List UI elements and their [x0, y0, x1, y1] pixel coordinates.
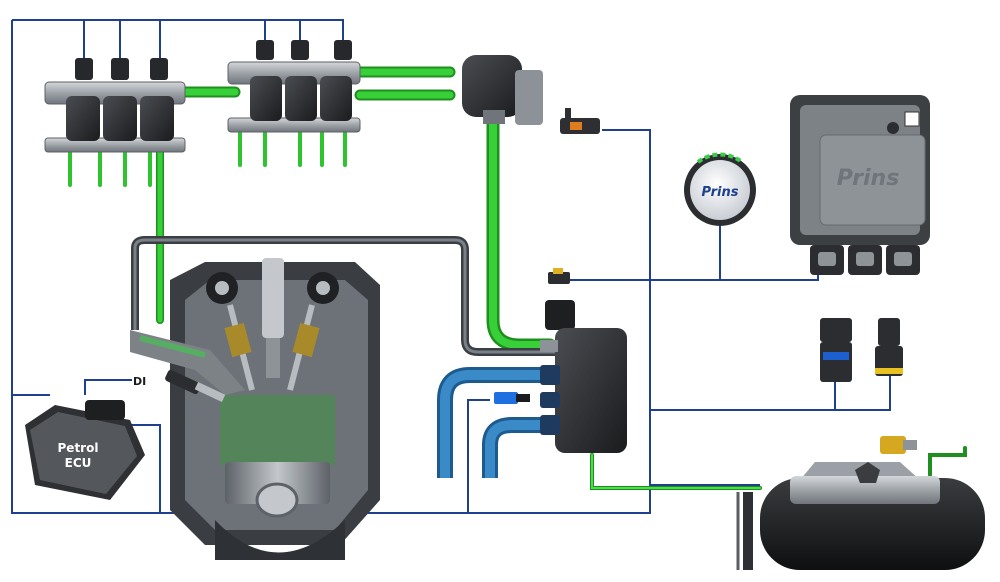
gas-filter [462, 55, 543, 125]
direct-injector [165, 369, 226, 402]
petrol-ecu-label-1: Petrol [58, 441, 99, 455]
coolant-temp-sensor [494, 392, 530, 404]
connector-small [548, 268, 570, 284]
wire-top-left [12, 19, 344, 40]
lpg-tank [736, 462, 985, 570]
gas-hoses [68, 66, 967, 490]
switch-brand-label: Prins [702, 185, 739, 200]
petrol-ecu: Petrol ECU [25, 400, 145, 500]
hose-tank-top [928, 446, 967, 477]
lpg-ecu: Prins [790, 95, 930, 275]
map-sensor [560, 108, 600, 134]
ecu-brand-label: Prins [837, 166, 900, 191]
hose-filter-to-reducer-in [489, 121, 554, 349]
wire-main-loop [11, 20, 651, 514]
reducer-vaporizer [540, 300, 627, 453]
connectors-pair [820, 318, 903, 382]
hose-tank-to-reducer-in [591, 454, 761, 489]
wire-connectors [650, 375, 891, 411]
wire-coolant-sensor [467, 399, 490, 513]
prins-switch[interactable]: Prins [684, 152, 756, 226]
hose-filter-to-reducer [486, 118, 557, 352]
coolant-hoses [437, 367, 545, 478]
wire-ecu-to-switch [570, 270, 819, 281]
petrol-ecu-label-2: ECU [65, 456, 92, 470]
tank-level-sensor [880, 436, 917, 454]
di-label: DI [133, 375, 146, 388]
engine-cutaway [130, 258, 380, 560]
wire-di [84, 379, 132, 395]
injector-rail-left [44, 58, 186, 153]
wire-ecu-engine [130, 424, 161, 513]
injector-rail-center [227, 40, 361, 133]
wiring-harness [11, 19, 891, 514]
hose-tank-to-reducer [590, 453, 762, 490]
